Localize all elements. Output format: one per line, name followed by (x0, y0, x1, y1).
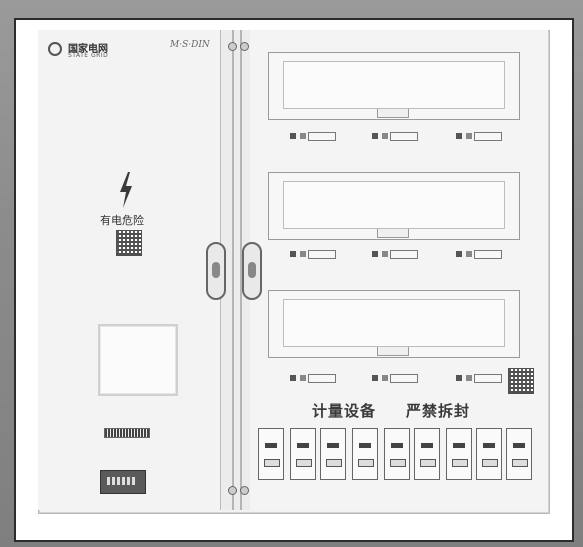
seal (372, 374, 418, 383)
qr-code (116, 230, 142, 256)
barcode-slot (104, 428, 150, 438)
screw-icon (240, 486, 249, 495)
breaker-switch[interactable] (258, 428, 284, 480)
seal (290, 132, 336, 141)
seal (290, 250, 336, 259)
state-grid-logo: 国家电网 STATE GRID (48, 40, 138, 62)
logo-en: STATE GRID (68, 52, 109, 59)
door-handle-left[interactable] (206, 242, 226, 300)
nameplate (100, 470, 146, 494)
left-door (38, 30, 221, 510)
screw-icon (228, 486, 237, 495)
meter-window (283, 181, 505, 229)
breaker-switch[interactable] (414, 428, 440, 480)
door-handle-right[interactable] (242, 242, 262, 300)
meter-compartment (268, 52, 520, 120)
breaker-switch[interactable] (476, 428, 502, 480)
hinge-line (240, 30, 242, 510)
screw-icon (228, 42, 237, 51)
seal (456, 132, 502, 141)
meter-tab (377, 109, 409, 118)
meter-window (283, 61, 505, 109)
seal (290, 374, 336, 383)
breaker-switch[interactable] (506, 428, 532, 480)
meter-compartment (268, 172, 520, 240)
breaker-switch[interactable] (446, 428, 472, 480)
handle-knob (212, 262, 220, 278)
seal (372, 250, 418, 259)
meter-tab (377, 347, 409, 356)
lightning-icon (120, 172, 132, 208)
warning-text: 有电危险 (100, 214, 144, 227)
seal (372, 132, 418, 141)
logo-cn: 国家电网 (68, 44, 108, 55)
caption-metering: 计量设备 (312, 402, 377, 420)
breaker-switch[interactable] (384, 428, 410, 480)
handle-knob (248, 262, 256, 278)
qr-code (508, 368, 534, 394)
seal (456, 374, 502, 383)
breaker-switch[interactable] (320, 428, 346, 480)
meter-tab (377, 229, 409, 238)
screw-icon (240, 42, 249, 51)
viewing-window (98, 324, 178, 396)
seal (456, 250, 502, 259)
brand-mark: M·S·DIN (170, 40, 210, 50)
breaker-switch[interactable] (352, 428, 378, 480)
state-grid-icon (48, 42, 62, 56)
meter-compartment (268, 290, 520, 358)
caption-seal: 严禁拆封 (406, 402, 471, 420)
breaker-switch[interactable] (290, 428, 316, 480)
meter-window (283, 299, 505, 347)
hinge-line (232, 30, 234, 510)
